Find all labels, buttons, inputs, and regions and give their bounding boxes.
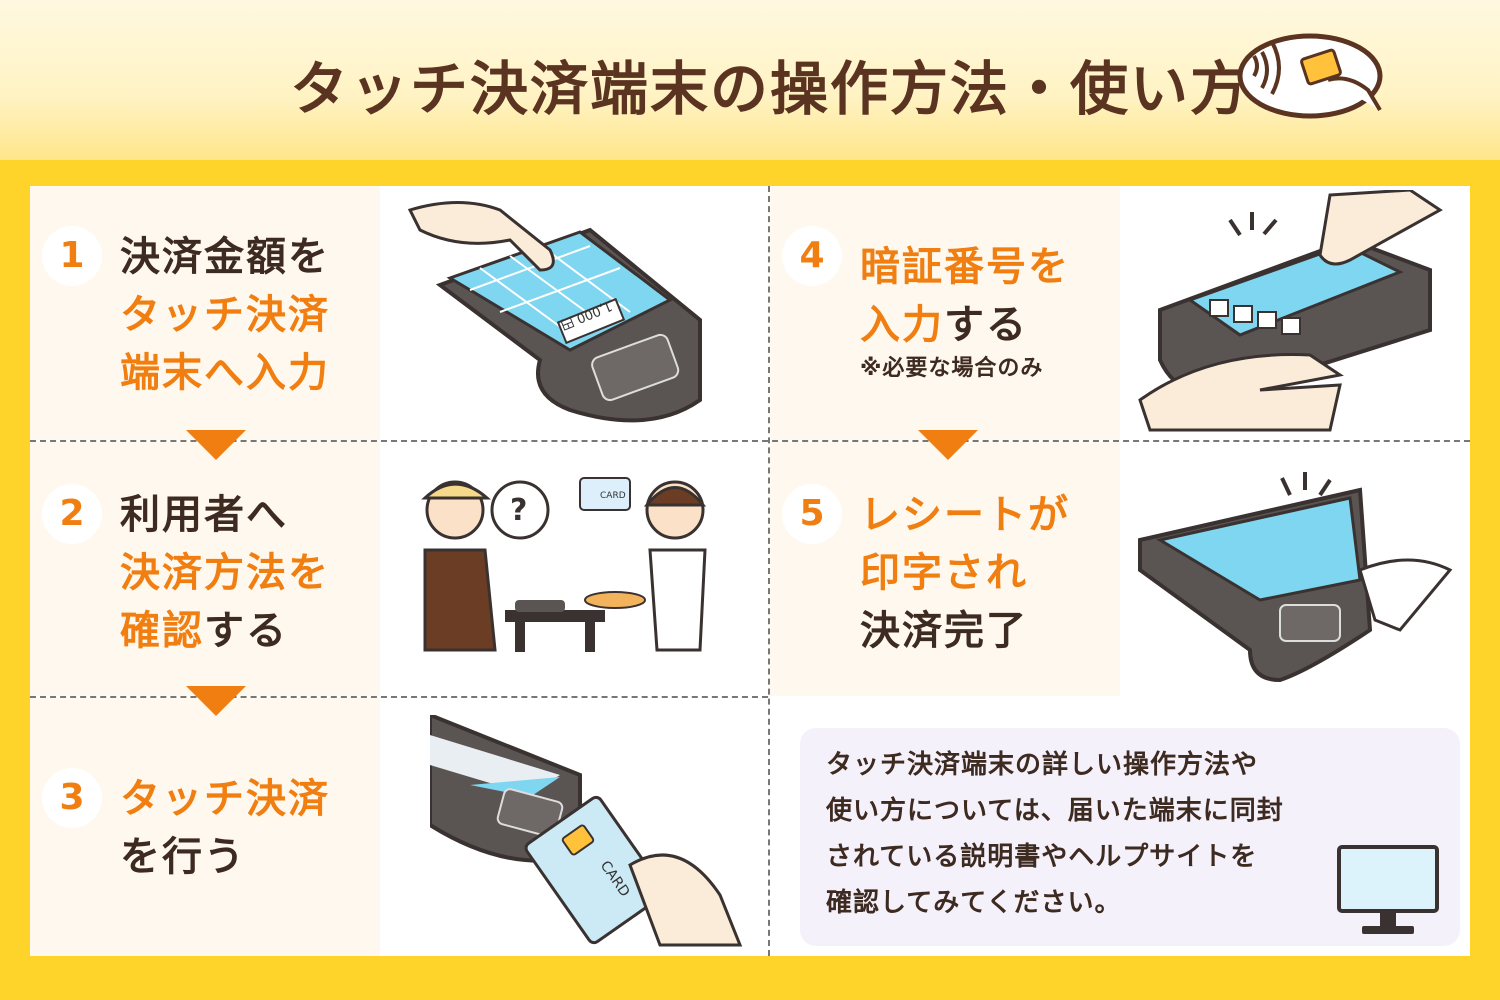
step1-line-2: タッチ決済 bbox=[120, 286, 330, 344]
step2-line-2-part-1: 決済方法を bbox=[120, 550, 330, 596]
step2-line-2: 決済方法を bbox=[120, 544, 330, 602]
step4-line-2-part-2: する bbox=[944, 302, 1028, 348]
step1-line-2-part-1: タッチ決済 bbox=[120, 292, 330, 338]
step2-line-1: 利用者へ bbox=[120, 486, 330, 544]
monitor-icon bbox=[1337, 845, 1439, 934]
info-line-3: されている説明書やヘルプサイトを bbox=[826, 842, 1258, 872]
question-mark: ? bbox=[510, 493, 527, 528]
step2-line-3-part-2: する bbox=[204, 608, 288, 654]
customer-staff-illustration: ? CARD bbox=[421, 477, 707, 652]
step1-line-3-part-1: 端末へ入力 bbox=[120, 350, 330, 396]
step4-note: ※必要な場合のみ bbox=[860, 356, 1044, 381]
step3-line-1: タッチ決済 bbox=[120, 770, 330, 828]
step3-text: タッチ決済 を行う bbox=[120, 770, 330, 886]
card-tap-illustration: CARD bbox=[430, 715, 743, 947]
step2-line-3: 確認する bbox=[120, 602, 330, 660]
step3-cell bbox=[30, 698, 380, 956]
step1-line-1-part-1: 決済金額を bbox=[120, 234, 330, 280]
step3-line-2-part-1: を行う bbox=[120, 834, 246, 880]
step-number-4: 4 bbox=[782, 226, 842, 286]
pin-entry-illustration bbox=[1138, 190, 1443, 432]
terminal-input-illustration: 1,000 円 bbox=[407, 201, 702, 423]
step2-cell bbox=[30, 442, 380, 696]
arrow-down-3 bbox=[918, 430, 978, 460]
step5-line-1-part-1: レシートが bbox=[860, 492, 1070, 538]
page-title: タッチ決済端末の操作方法・使い方 bbox=[289, 55, 1250, 123]
vertical-divider bbox=[768, 186, 770, 956]
receipt-printing-illustration bbox=[1138, 472, 1453, 683]
step4-line-1-part-1: 暗証番号を bbox=[860, 244, 1070, 290]
info-line-2: 使い方については、届いた端末に同封 bbox=[826, 796, 1284, 826]
step2-line-1-part-1: 利用者へ bbox=[120, 492, 288, 538]
step5-line-3: 決済完了 bbox=[860, 602, 1070, 660]
row-divider-1 bbox=[30, 440, 1470, 442]
step3-line-2: を行う bbox=[120, 828, 330, 886]
row-divider-2 bbox=[30, 696, 768, 698]
step2-line-3-part-1: 確認 bbox=[120, 608, 204, 654]
step5-line-2-part-1: 印字され bbox=[860, 550, 1028, 596]
info-line-4: 確認してみてください。 bbox=[826, 888, 1122, 918]
info-text: タッチ決済端末の詳しい操作方法や 使い方については、届いた端末に同封 されている… bbox=[826, 742, 1346, 926]
step-number-3: 3 bbox=[42, 768, 102, 828]
step5-line-2: 印字され bbox=[860, 544, 1070, 602]
step5-line-3-part-1: 決済完了 bbox=[860, 608, 1028, 654]
arrow-down-2 bbox=[186, 686, 246, 716]
step5-line-1: レシートが bbox=[860, 486, 1070, 544]
step3-line-1-part-1: タッチ決済 bbox=[120, 776, 330, 822]
step-number-2: 2 bbox=[42, 484, 102, 544]
info-line-1: タッチ決済端末の詳しい操作方法や bbox=[826, 750, 1259, 780]
step5-cell bbox=[770, 442, 1120, 696]
step4-text: 暗証番号を 入力する ※必要な場合のみ bbox=[860, 238, 1070, 384]
step1-line-1: 決済金額を bbox=[120, 228, 330, 286]
step4-cell bbox=[770, 186, 1120, 440]
contactless-card-icon bbox=[1237, 33, 1383, 119]
arrow-down-1 bbox=[186, 430, 246, 460]
step4-line-2: 入力する bbox=[860, 296, 1070, 354]
step4-line-2-part-1: 入力 bbox=[860, 302, 944, 348]
step2-text: 利用者へ 決済方法を 確認する bbox=[120, 486, 330, 660]
step1-text: 決済金額を タッチ決済 端末へ入力 bbox=[120, 228, 330, 402]
bubble-card-label: CARD bbox=[600, 491, 626, 501]
step-number-5: 5 bbox=[782, 484, 842, 544]
step5-text: レシートが 印字され 決済完了 bbox=[860, 486, 1070, 660]
step4-line-1: 暗証番号を bbox=[860, 238, 1070, 296]
step-number-1: 1 bbox=[42, 226, 102, 286]
step1-cell bbox=[30, 186, 380, 440]
step1-line-3: 端末へ入力 bbox=[120, 344, 330, 402]
